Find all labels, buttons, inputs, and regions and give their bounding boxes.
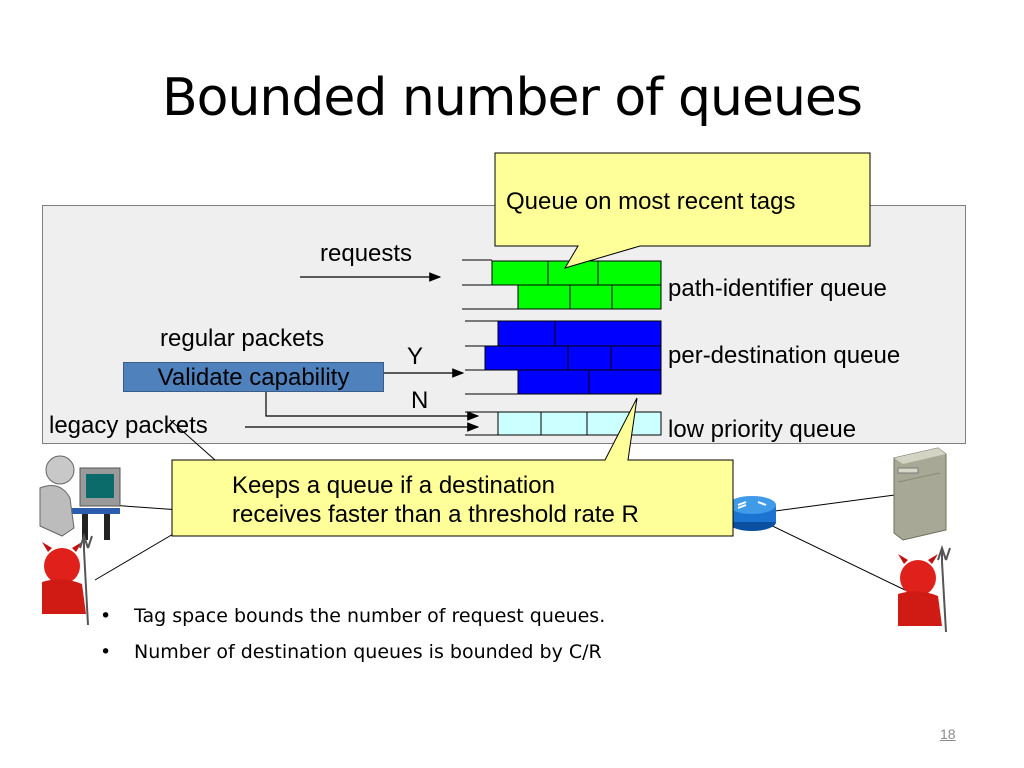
per-destination-queue bbox=[484, 320, 662, 395]
network-links bbox=[94, 419, 906, 591]
bullet-dot: • bbox=[100, 605, 112, 627]
yes-label: Y bbox=[407, 343, 424, 370]
path-identifier-queue-label: path-identifier queue bbox=[668, 275, 887, 302]
server-icon bbox=[893, 447, 947, 541]
bottom-callout-line-2: receives faster than a threshold rate R bbox=[232, 501, 639, 528]
path-identifier-queue bbox=[491, 260, 662, 310]
legacy-packets-label: legacy packets bbox=[49, 412, 208, 439]
validate-capability-box: Validate capability bbox=[123, 362, 384, 392]
devil-attacker-icon-left bbox=[42, 532, 93, 626]
router-icon bbox=[728, 496, 776, 531]
no-label: N bbox=[411, 387, 429, 414]
bottom-callout bbox=[171, 397, 734, 537]
low-priority-queue bbox=[497, 411, 662, 436]
low-priority-queue-label: low priority queue bbox=[668, 416, 857, 443]
bullet-item: • Number of destination queues is bounde… bbox=[100, 641, 605, 663]
top-callout bbox=[494, 152, 871, 269]
bottom-callout-line-1: Keeps a queue if a destination bbox=[232, 472, 555, 499]
bullet-list: • Tag space bounds the number of request… bbox=[100, 605, 605, 677]
page-title: Bounded number of queues bbox=[161, 68, 863, 128]
bullet-text: Number of destination queues is bounded … bbox=[134, 641, 602, 663]
validate-no-arrow bbox=[265, 392, 480, 421]
bullet-dot: • bbox=[100, 641, 112, 663]
bullet-item: • Tag space bounds the number of request… bbox=[100, 605, 605, 627]
user-at-computer-icon bbox=[39, 455, 121, 540]
regular-packets-label: regular packets bbox=[160, 325, 325, 352]
devil-attacker-icon-right bbox=[898, 544, 951, 633]
top-callout-text: Queue on most recent tags bbox=[506, 188, 796, 215]
requests-label: requests bbox=[320, 240, 413, 267]
bullet-text: Tag space bounds the number of request q… bbox=[134, 605, 606, 627]
page-number[interactable]: 18 bbox=[940, 726, 956, 742]
per-destination-queue-label: per-destination queue bbox=[668, 342, 901, 369]
